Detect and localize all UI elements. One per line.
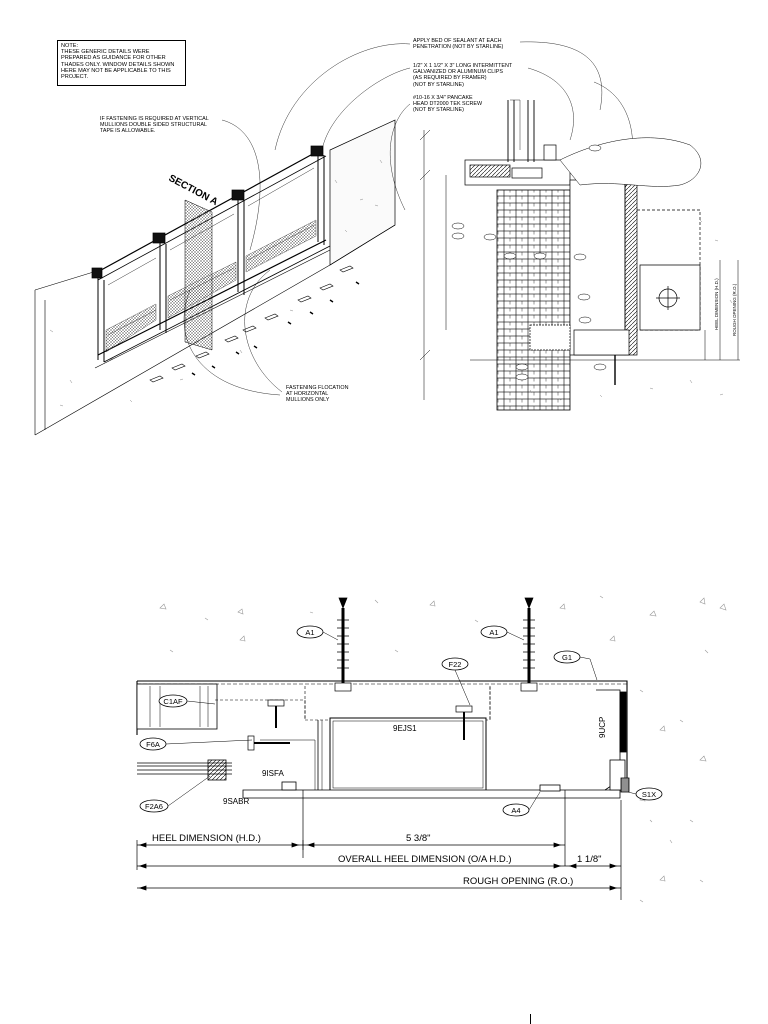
callout-line: (NOT BY STARLINE) <box>413 81 464 88</box>
note-line: THADES ONLY. WINDOW DETAILS SHOWN <box>61 61 175 68</box>
part-9sabr: 9SABR <box>223 797 249 806</box>
isometric-view <box>34 119 396 436</box>
callout-line: APPLY BED OF SEALANT AT EACH <box>413 38 502 44</box>
tag-g1: G1 <box>562 653 572 662</box>
callout-line: PENETRATION (NOT BY STARLINE) <box>413 44 504 51</box>
sealant-note: APPLY BED OF SEALANT AT EACH PENETRATION… <box>413 38 503 50</box>
overall-heel-dimension-value: 1 1/8" <box>577 854 602 865</box>
rough-opening-label: ROUGH OPENING (R.O.) <box>463 876 573 887</box>
section-a-label: SECTION A <box>167 173 220 208</box>
callout-line: TAPE IS ALLOWABLE. <box>100 128 156 135</box>
screw-note: #10-16 x 3/4" PANCAKE HEAD DT2000 TEK SC… <box>413 95 482 114</box>
tag-c1af: C1AF <box>163 697 183 706</box>
page-edge-mark <box>530 1014 531 1024</box>
overall-heel-dimension-label: OVERALL HEEL DIMENSION (O/A H.D.) <box>338 854 512 865</box>
tag-a4: A4 <box>511 806 520 815</box>
vertical-mullion-note: IF FASTENING IS REQUIRED AT VERTICAL MUL… <box>100 116 209 135</box>
note-line: PROJECT. <box>61 74 89 81</box>
tag-s1x: S1X <box>642 790 656 799</box>
tag-a1-left: A1 <box>305 628 314 637</box>
clips-note: 1/2" x 1 1/2" x 3" LONG INTERMITTENT GAL… <box>413 63 512 88</box>
callout-line: FASTENING FLOCATION <box>286 385 349 391</box>
callout-line: #10-16 x 3/4" PANCAKE <box>413 95 473 101</box>
tag-f22: F22 <box>449 660 462 669</box>
note-line: PREPARED AS GUIDANCE FOR OTHER <box>61 55 166 62</box>
heel-dimension-label: HEEL DIMENSION (H.D.) <box>152 833 261 844</box>
rough-opening-side-label: ROUGH OPENING (R.O.) <box>732 283 737 336</box>
tag-f6a: F6A <box>146 740 160 749</box>
heel-dimension-value: 5 3/8" <box>406 833 431 844</box>
callout-line: MULLIONS ONLY <box>286 397 330 404</box>
callout-line: IF FASTENING IS REQUIRED AT VERTICAL <box>100 116 209 122</box>
heel-dimension-side-label: HEEL DIMENSION (H.D.) <box>714 278 719 330</box>
callout-line: GALVANIZED OR ALUMINUM CLIPS <box>413 69 503 76</box>
note-line: NOTE: <box>61 43 79 49</box>
callout-line: MULLIONS DOUBLE SIDED STRUCTURAL <box>100 122 207 129</box>
callout-line: (NOT BY STARLINE) <box>413 107 464 114</box>
callout-line: (AS REQUIRED BY FRAMER) <box>413 75 487 82</box>
tag-f2a6: F2A6 <box>145 802 163 811</box>
callout-line: 1/2" x 1 1/2" x 3" LONG INTERMITTENT <box>413 63 513 69</box>
note-line: THESE GENERIC DETAILS WERE <box>61 49 150 56</box>
part-9isfa: 9ISFA <box>262 769 284 778</box>
section-view <box>274 41 740 411</box>
general-note-box: NOTE: THESE GENERIC DETAILS WERE PREPARE… <box>57 40 186 86</box>
jamb-detail <box>136 595 727 903</box>
note-line: HERE MAY NOT BE APPLICABLE TO THIS <box>61 67 171 74</box>
horizontal-mullion-note: FASTENING FLOCATION AT HORIZONTAL MULLIO… <box>286 385 349 404</box>
tag-a1-right: A1 <box>489 628 498 637</box>
part-9ejs1: 9EJS1 <box>393 724 417 733</box>
callout-line: AT HORIZONTAL <box>286 391 329 398</box>
callout-line: HEAD DT2000 TEK SCREW <box>413 101 483 108</box>
part-9ucp: 9UCP <box>598 717 607 738</box>
